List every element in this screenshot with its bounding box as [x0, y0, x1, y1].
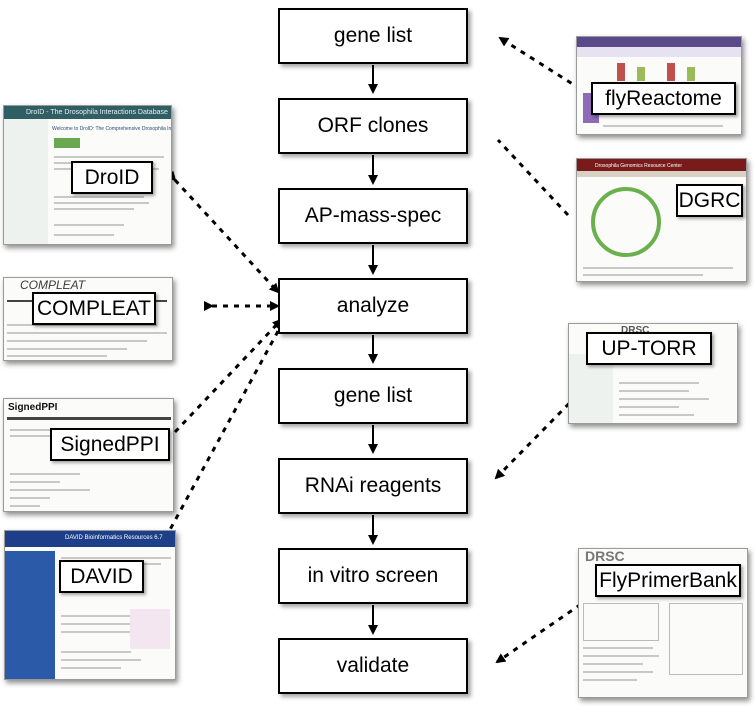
- flyreactome-label: flyReactome: [591, 82, 736, 115]
- step-orf-clones: ORF clones: [278, 98, 468, 154]
- step-label: RNAi reagents: [304, 474, 442, 497]
- step-analyze: analyze: [278, 278, 468, 334]
- uptorr-sidebar: [569, 354, 613, 423]
- david-screenshot: DAVID Bioinformatics Resources 6.7: [4, 530, 176, 680]
- droid-page-heading: Welcome to DroID: The Comprehensive Dros…: [52, 126, 172, 132]
- step-label: gene list: [333, 384, 413, 407]
- compleat-label: COMPLEAT: [32, 292, 156, 325]
- step-gene-list: gene list: [278, 8, 468, 64]
- link-droid: [165, 170, 280, 294]
- dgrc-header-text: Drosophila Genomics Resource Center: [595, 163, 682, 169]
- step-validate: validate: [278, 638, 468, 694]
- uptorr-label: UP-TORR: [586, 332, 712, 365]
- link-david: [158, 320, 285, 549]
- step-label: analyze: [336, 294, 410, 317]
- step-rnai-reagents: RNAi reagents: [278, 458, 468, 514]
- flyreactome-header: [577, 37, 741, 47]
- compleat-logo: COMPLEAT: [20, 278, 86, 292]
- link-signedppi: [173, 318, 283, 434]
- link-flyreactome: [498, 36, 591, 97]
- droid-sidebar: [4, 119, 48, 244]
- david-label: DAVID: [59, 560, 144, 593]
- step-label: AP-mass-spec: [304, 204, 442, 227]
- step-ap-mass-spec: AP-mass-spec: [278, 188, 468, 244]
- david-header: DAVID Bioinformatics Resources 6.7: [5, 531, 175, 547]
- step-in-vitro-screen: in vitro screen: [278, 548, 468, 604]
- dgrc-label: DGRC: [676, 184, 743, 217]
- link-flyprimerbank: [495, 589, 600, 664]
- droid-label: DroID: [71, 161, 153, 194]
- droid-logo: [54, 138, 80, 148]
- step-label: gene list: [333, 24, 413, 47]
- flyprimerbank-label: FlyPrimerBank: [595, 564, 741, 597]
- droid-header-text: DroID - The Drosophila Interactions Data…: [26, 109, 168, 116]
- step-label: validate: [336, 654, 410, 677]
- link-dgrc: [496, 138, 570, 217]
- signedppi-page-title: SignedPPI: [8, 402, 58, 413]
- david-sidebar: [5, 551, 55, 679]
- plasmid-map: [591, 187, 661, 257]
- droid-header: DroID - The Drosophila Interactions Data…: [4, 106, 171, 119]
- dgrc-screenshot: Drosophila Genomics Resource Center: [576, 158, 747, 282]
- step-label: ORF clones: [317, 114, 429, 137]
- step-gene-list-2: gene list: [278, 368, 468, 424]
- flyprimerbank-header-text: DRSC: [585, 548, 625, 564]
- david-header-text: DAVID Bioinformatics Resources 6.7: [65, 535, 163, 541]
- uptorr-header-text: DRSC: [621, 325, 650, 336]
- signedppi-label: SignedPPI: [50, 428, 170, 461]
- dgrc-header: Drosophila Genomics Resource Center: [577, 159, 746, 171]
- step-label: in vitro screen: [307, 564, 439, 587]
